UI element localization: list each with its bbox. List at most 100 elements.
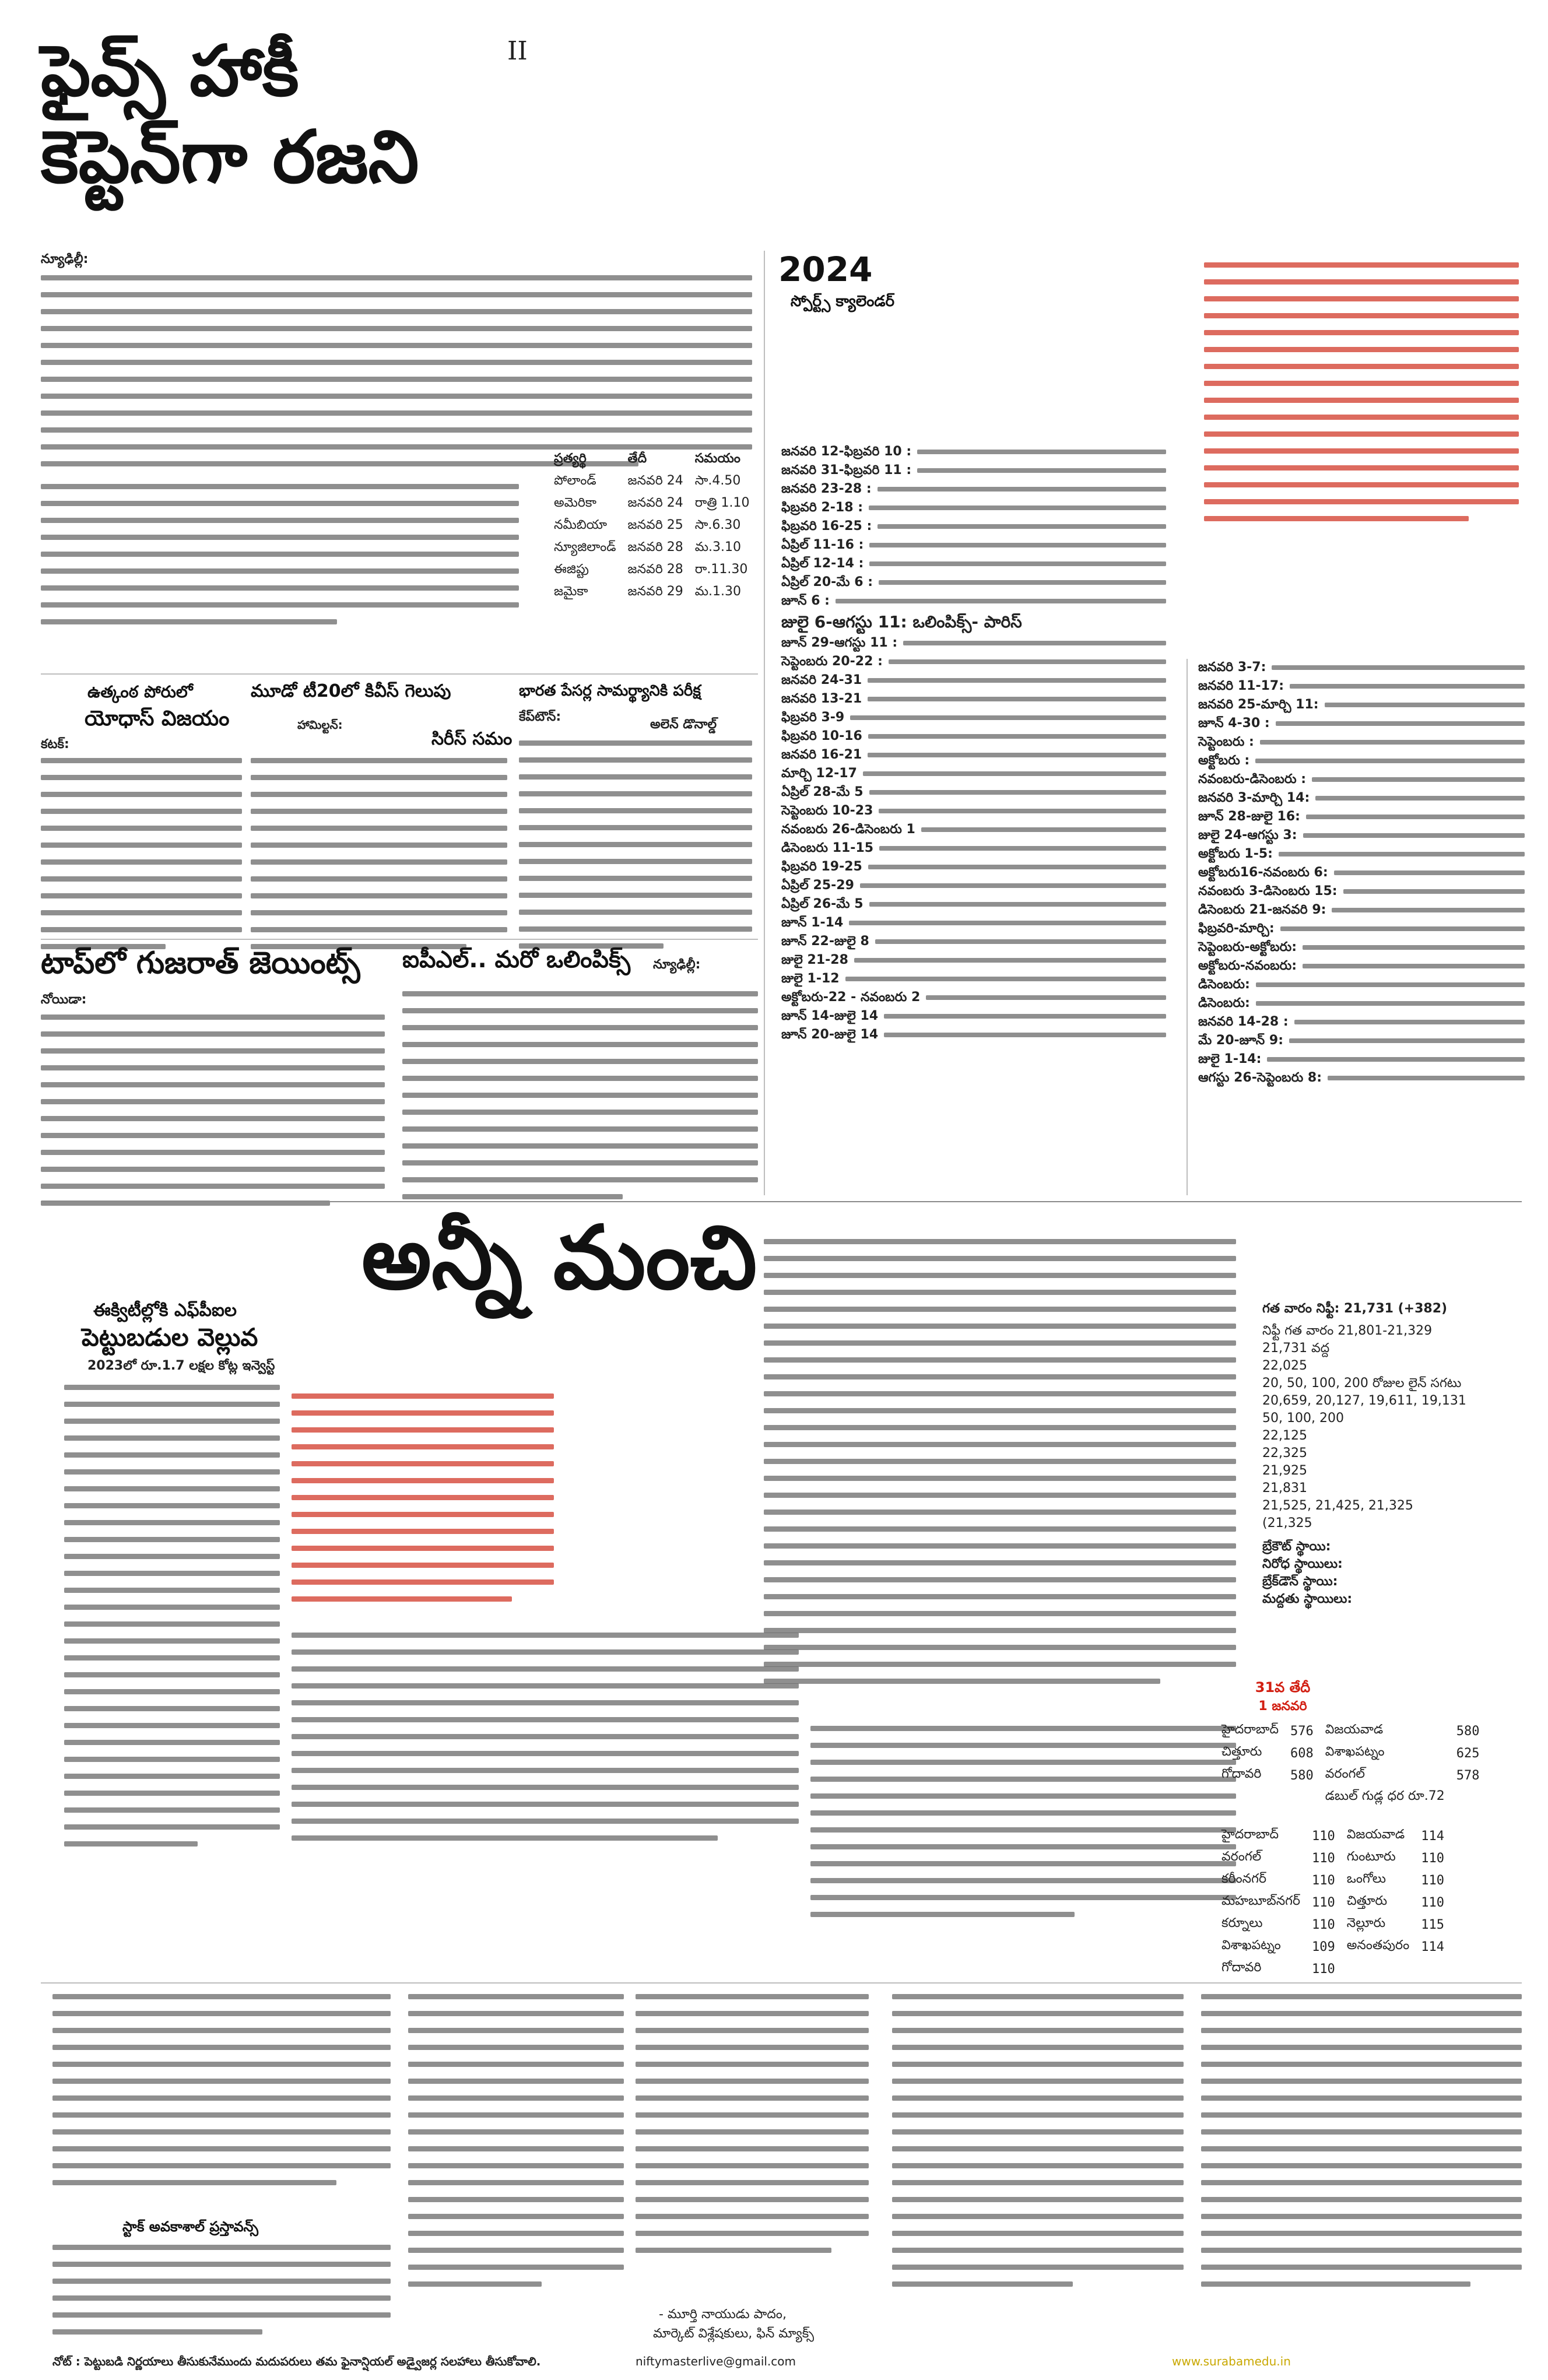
pacers-body <box>519 740 752 960</box>
nifty-summary-title: గత వారం నిఫ్టీ: 21,731 (+382) <box>1262 1301 1448 1316</box>
calendar-event <box>888 659 1166 664</box>
calendar-item: జూన్ 20-జులై 14 <box>781 1026 1166 1044</box>
calendar-event <box>1294 1020 1525 1024</box>
price-cell: ఒంగోలు <box>1346 1872 1386 1886</box>
calendar-date: ఏప్రిల్ 28-మే 5 <box>781 785 863 799</box>
calendar-item: అక్టోబరు : <box>1198 752 1525 770</box>
price-cell: విజయవాడ <box>1325 1722 1384 1737</box>
ipl-body <box>402 991 758 1211</box>
calendar-date: అక్టోబరు16-నవంబరు 6: <box>1198 865 1328 880</box>
email[interactable]: niftymasterlive@gmail.com <box>636 2354 796 2368</box>
price-cell: గుంటూరు <box>1346 1849 1396 1864</box>
calendar-event <box>1333 870 1525 875</box>
hockey-body <box>41 275 752 478</box>
nifty-level: 22,325 <box>1262 1446 1307 1461</box>
price-cell: 608 <box>1290 1746 1314 1761</box>
calendar-date: జులై 24-ఆగస్టు 3: <box>1198 828 1297 843</box>
price-cell <box>1216 1786 1284 1809</box>
price-cell: 580 <box>1290 1768 1314 1783</box>
price-cell: 578 <box>1456 1768 1480 1783</box>
nifty-level: 21,831 <box>1262 1481 1307 1496</box>
gujarat-headline: టాప్‌లో గుజరాత్ జెయింట్స్ <box>41 946 360 981</box>
calendar-date: జనవరి 31-ఫిబ్రవరి 11 : <box>781 463 912 478</box>
market-quote <box>292 1393 554 1613</box>
price-cell: గోదావరి <box>1221 1960 1262 1975</box>
table-cell: జనవరి 29 <box>627 584 683 599</box>
market-sub2: పెట్టుబడుల వెల్లువ <box>82 1323 258 1352</box>
price-cell: హైదరాబాద్ <box>1221 1827 1279 1842</box>
calendar-date: మే 20-జూన్ 9: <box>1198 1033 1284 1048</box>
calendar-item: నవంబరు-డిసెంబరు : <box>1198 771 1525 788</box>
calendar-date: జూన్ 4-30 : <box>1198 716 1270 731</box>
calendar-item: ఏప్రిల్ 28-మే 5 <box>781 784 1166 801</box>
calendar-item: ఏప్రిల్ 12-14 : <box>781 555 1166 573</box>
calendar-item: ఫిబ్రవరి 10-16 <box>781 728 1166 745</box>
pacers-dateline: కేప్‌టౌన్: <box>519 710 561 724</box>
market-col-a2 <box>52 2245 391 2346</box>
calendar-event <box>917 468 1166 473</box>
calendar-item: జనవరి 23-28 : <box>781 480 1166 498</box>
calendar-event <box>869 902 1166 907</box>
calendar-event <box>849 921 1166 925</box>
calendar-item: సెప్టెంబరు-అక్టోబరు: <box>1198 939 1525 956</box>
calendar-event <box>1312 777 1525 782</box>
calendar-event <box>1255 759 1525 763</box>
table-cell: జనవరి 24 <box>627 473 683 488</box>
support-label: మద్దతు స్థాయిలు: <box>1262 1592 1353 1606</box>
calendar-date: ఫిబ్రవరి 2-18 : <box>781 500 863 515</box>
calendar-item: జూన్ 6 : <box>781 592 1166 610</box>
calendar-item: జనవరి 14-28 : <box>1198 1013 1525 1031</box>
price-cell <box>1341 1958 1415 1980</box>
calendar-item: నవంబరు 26-డిసెంబరు 1 <box>781 821 1166 838</box>
market-col-a <box>52 1994 391 2197</box>
calendar-event <box>1289 1038 1525 1043</box>
price-cell: హైదరాబాద్ <box>1221 1722 1279 1737</box>
table-cell: జనవరి 28 <box>627 562 683 577</box>
calendar-date: ఆగస్టు 26-సెప్టెంబరు 8: <box>1198 1070 1322 1085</box>
website[interactable]: www.surabamedu.in <box>1172 2354 1291 2368</box>
market-sub3: 2023లో రూ.1.7 లక్షల కోట్ల ఇన్వెస్ట్ <box>87 1359 275 1373</box>
calendar-date: జూన్ 20-జులై 14 <box>781 1027 879 1042</box>
calendar-date: మార్చి 12-17 <box>781 766 857 781</box>
calendar-event <box>1280 926 1525 931</box>
calendar-event <box>879 809 1166 813</box>
table-cell: ఈజిప్టు <box>554 562 589 577</box>
calendar-event <box>862 771 1166 776</box>
calendar-date: అక్టోబరు 1-5: <box>1198 847 1273 861</box>
calendar-item: జనవరి 16-21 <box>781 746 1166 764</box>
nifty-level: 21,925 <box>1262 1463 1307 1478</box>
table-cell: నమీబియా <box>554 518 608 532</box>
market-col-d <box>892 1994 1184 2298</box>
calendar-event <box>877 487 1166 492</box>
calendar-item: ఫిబ్రవరి 3-9 <box>781 709 1166 726</box>
calendar-date: జనవరి 12-ఫిబ్రవరి 10 : <box>781 444 912 459</box>
calendar-date: సెప్టెంబరు 20-22 : <box>781 654 883 669</box>
calendar-event <box>868 753 1166 757</box>
hockey-headline-line2: కెప్టెన్‌గా రజని <box>41 115 419 199</box>
price-cell: విజయవాడ <box>1346 1827 1405 1842</box>
calendar-item: జూన్ 14-జులై 14 <box>781 1008 1166 1025</box>
calendar-item: జూన్ 28-జులై 16: <box>1198 808 1525 826</box>
price-cell: డబుల్ గుడ్ల ధర రూ.72 <box>1325 1789 1445 1803</box>
calendar-item: డిసెంబరు 21-జనవరి 9: <box>1198 901 1525 919</box>
calendar-item: సెప్టెంబరు 20-22 : <box>781 653 1166 671</box>
calendar-item: జూన్ 4-30 : <box>1198 715 1525 732</box>
nifty-level: నిఫ్టీ గత వారం 21,801-21,329 <box>1262 1324 1433 1338</box>
price-cell <box>1415 1958 1450 1980</box>
cricket-dateline: హామిల్టన్: <box>297 718 343 732</box>
calendar-event <box>1305 815 1525 819</box>
gujarat-dateline: నోయిడా: <box>41 992 87 1007</box>
market-body-3 <box>810 1726 1236 1929</box>
table-cell: రా.11.30 <box>694 562 748 577</box>
calendar-date: ఫిబ్రవరి 10-16 <box>781 729 862 743</box>
calendar-event <box>1278 852 1525 856</box>
calendar-date: జనవరి 13-21 <box>781 691 862 706</box>
calendar-item: జులై 1-12 <box>781 970 1166 988</box>
calendar-event <box>868 678 1166 683</box>
price-cell: మహబూబ్‌నగర్ <box>1221 1894 1301 1908</box>
